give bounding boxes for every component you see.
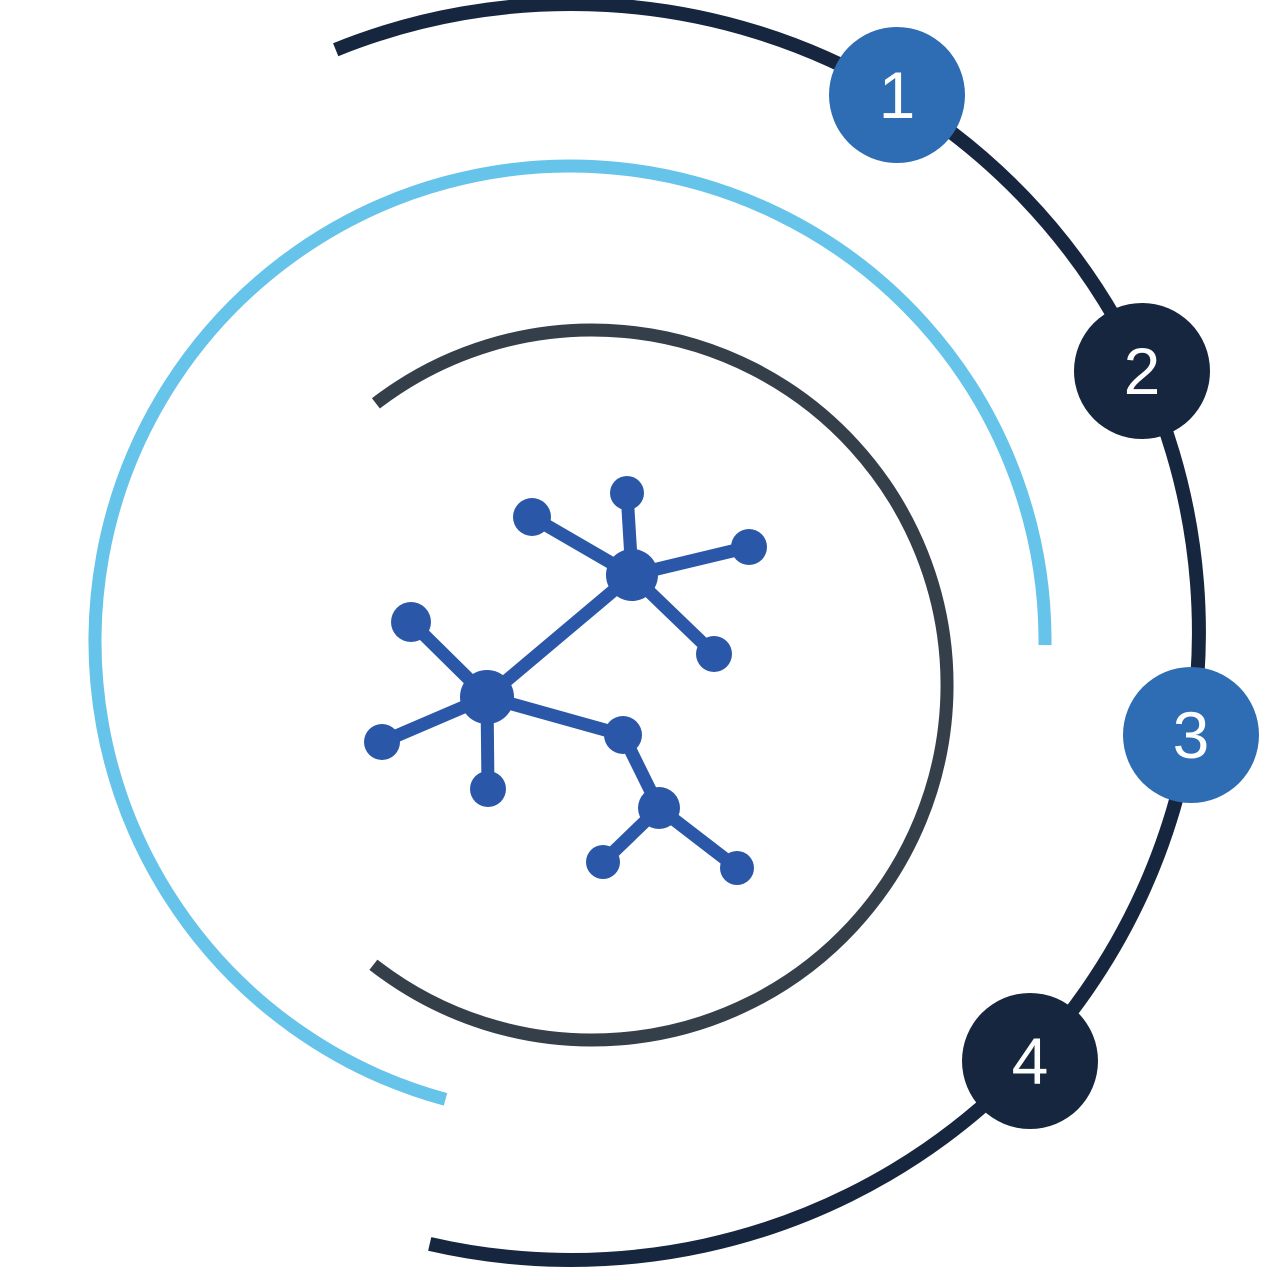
outer-navy-ring <box>333 0 1206 1267</box>
step-badge-3: 3 <box>1123 667 1259 803</box>
network-node-b-bottom <box>470 771 506 807</box>
step-badge-1-label: 1 <box>878 58 916 132</box>
network-graph-icon <box>364 476 767 885</box>
network-node-a-top <box>610 476 644 510</box>
step-badge-1: 1 <box>829 27 965 163</box>
network-node-hub-b <box>460 670 514 724</box>
network-edge <box>482 570 637 702</box>
step-badge-4-label: 4 <box>1011 1024 1049 1098</box>
middle-lightblue-ring <box>88 159 1052 1106</box>
network-node-c-bottom-left <box>586 845 620 879</box>
step-badge-2: 2 <box>1074 303 1210 439</box>
network-node-c-bottom-right <box>720 851 754 885</box>
step-badge-3-label: 3 <box>1172 698 1210 772</box>
network-node-a-upper-left <box>513 498 551 536</box>
network-node-hub-a <box>606 549 658 601</box>
network-node-a-lower-right <box>696 636 732 672</box>
network-node-a-right <box>731 529 767 565</box>
network-node-b-left <box>364 724 400 760</box>
network-node-b-upper-left <box>391 602 431 642</box>
inner-gray-ring <box>369 323 954 1047</box>
step-badge-2-label: 2 <box>1123 334 1161 408</box>
network-node-mid <box>604 716 642 754</box>
network-node-hub-c <box>638 787 680 829</box>
step-badge-4: 4 <box>962 993 1098 1129</box>
